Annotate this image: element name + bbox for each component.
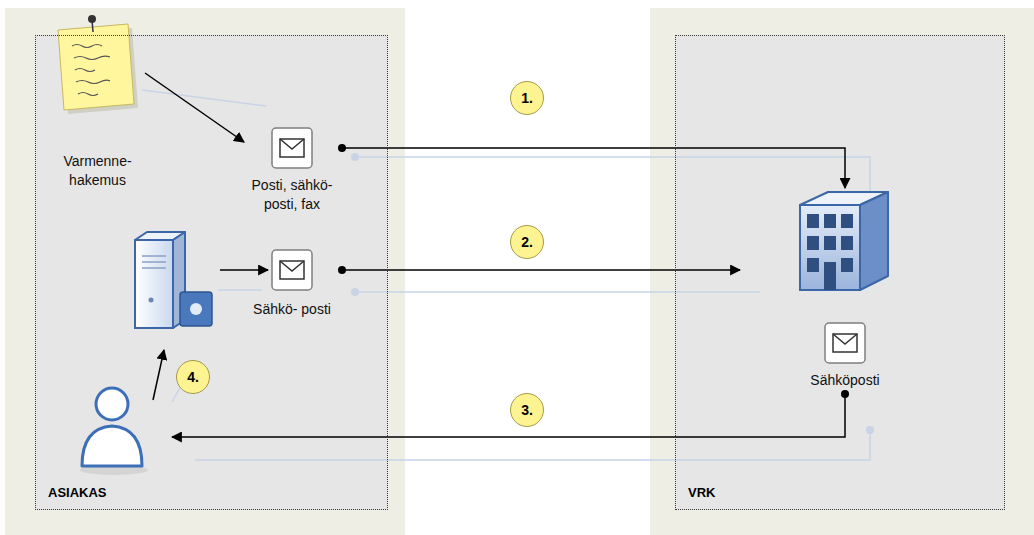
panel-title: VRK [688,485,1004,500]
connector-dot [841,390,849,398]
scribble [74,56,110,59]
building-front [800,205,860,290]
faint-line [218,289,262,291]
callout-number: 4. [187,369,199,385]
building-windows [807,214,853,290]
window [807,214,819,228]
flow-arrow [145,73,244,142]
mail-channel: Sähkö- posti [242,250,342,319]
envelope-frame [272,250,312,290]
flow-arrow [342,269,740,271]
panel-fill [675,35,1005,510]
certificate-badge [180,292,212,326]
faint-lines [142,90,870,460]
server-led [149,298,154,303]
faint-dot [351,288,359,296]
window [841,214,853,228]
faint-dot [866,426,874,434]
person-head [96,388,128,420]
flow-arrow [172,394,845,437]
party-panel: ASIAKAS Varmenne- hakemusPosti, sähkö- po… [35,35,388,510]
faint-dots [351,153,874,434]
window [824,214,836,228]
faint-line [142,90,266,106]
scribble [78,93,98,96]
callout-number: 2. [510,225,544,259]
note-scribbles [72,45,110,96]
envelope-body [280,139,304,157]
callout-number: 1. [510,81,544,115]
mail-channel: Sähköposti [795,323,895,390]
pin-head [88,15,96,23]
callout-number: 1. [521,90,533,106]
server-arrow [220,269,268,271]
panel-ground [650,8,1034,535]
window [824,236,836,250]
window [841,236,853,250]
faint-line [355,291,760,293]
server-front [135,240,173,328]
party-panel: VRK Sähköposti [675,35,1005,510]
faint-dot [351,153,359,161]
callout-number: 4. [176,360,210,394]
building-icon [800,192,888,290]
envelope-flap [280,139,304,149]
server-slot [142,255,166,257]
flow-arrow [342,148,845,188]
scribble [75,69,95,72]
note-paper [58,24,134,110]
envelope-frame [825,323,865,363]
faint-line [195,430,870,460]
person-body [82,426,142,466]
callout-number: 3. [510,393,544,427]
envelope-icon [272,128,312,168]
door [824,262,836,290]
connector-dot [338,144,346,152]
envelope-body [833,334,857,352]
callout-number: 2. [521,234,533,250]
faint-line [355,157,870,245]
scribble [72,45,102,48]
envelope-flap [833,334,857,344]
node-label: Posti, sähkö- posti, fax [242,176,342,214]
application-note: Varmenne- hakemus [50,8,145,190]
envelope-icon [825,323,865,363]
window [807,236,819,250]
callout-number: 3. [521,402,533,418]
node-label: Sähköposti [795,371,895,390]
server-icon [135,232,212,328]
window [807,258,819,272]
envelope-body [280,261,304,279]
node-label: Varmenne- hakemus [50,152,145,190]
server-slot [142,267,166,269]
badge-seal [190,303,202,315]
person-arrow [153,350,164,400]
envelope-icon [272,250,312,290]
panel-title: ASIAKAS [48,485,387,500]
panel-ground [5,8,405,535]
note-icon [58,15,138,114]
person-icon [80,388,148,475]
node-label: Sähkö- posti [242,300,342,319]
scribble [76,80,110,83]
server-slot [142,261,166,263]
building-side [860,192,888,290]
server-slots [142,256,166,268]
envelope-flap [280,261,304,271]
envelope-frame [272,128,312,168]
window [841,258,853,272]
mail-channel: Posti, sähkö- posti, fax [242,128,342,214]
connector-dot [338,266,346,274]
